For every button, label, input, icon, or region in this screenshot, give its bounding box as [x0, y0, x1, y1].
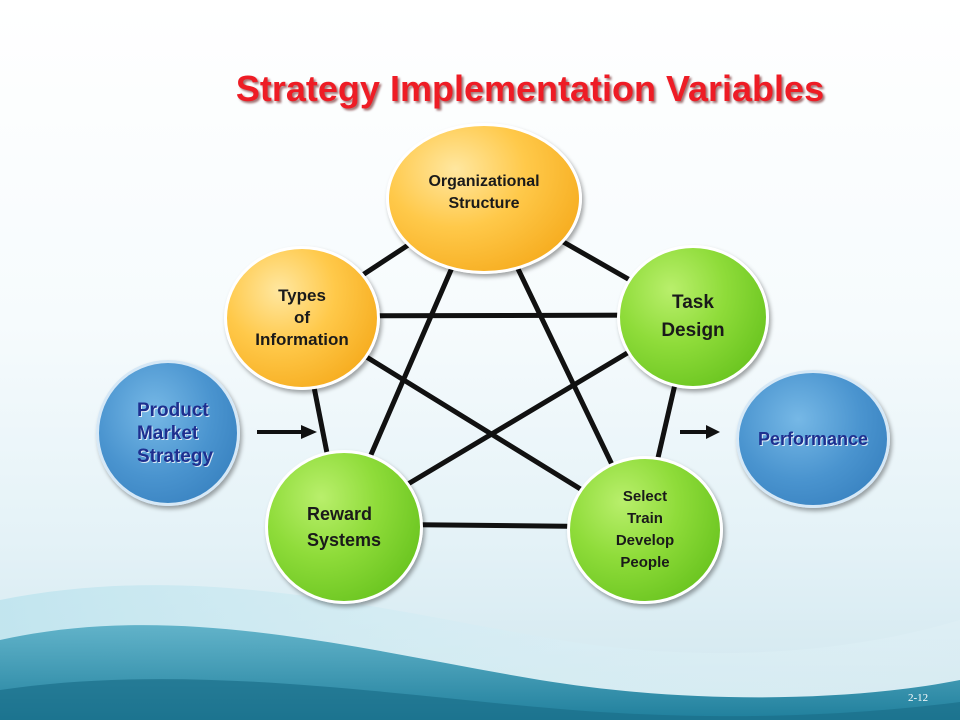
node-label: Performance	[757, 429, 869, 449]
node-reward-systems: Reward Systems	[265, 450, 423, 604]
node-task-design: Task Design	[617, 245, 769, 389]
node-label: Task Design	[661, 292, 725, 341]
node-label: Reward Systems	[306, 504, 382, 550]
node-label: Organizational Structure	[428, 172, 540, 212]
node-label: Types of Information	[255, 286, 349, 349]
arrow-right-icon	[257, 425, 317, 439]
node-organizational-structure: Organizational Structure	[386, 123, 582, 274]
slide-title: Strategy Implementation Variables	[235, 68, 825, 109]
page-number: 2-12	[908, 692, 929, 704]
node-label: Select Train Develop People	[615, 488, 675, 571]
node-performance: Performance	[736, 370, 890, 508]
arrow-right-icon	[680, 425, 720, 439]
node-types-of-information: Types of Information	[224, 246, 380, 390]
node-product-market-strategy: Product Market Strategy	[96, 360, 240, 506]
node-label: Product Market Strategy	[136, 399, 214, 467]
node-select-train-develop-people: Select Train Develop People	[567, 456, 723, 604]
